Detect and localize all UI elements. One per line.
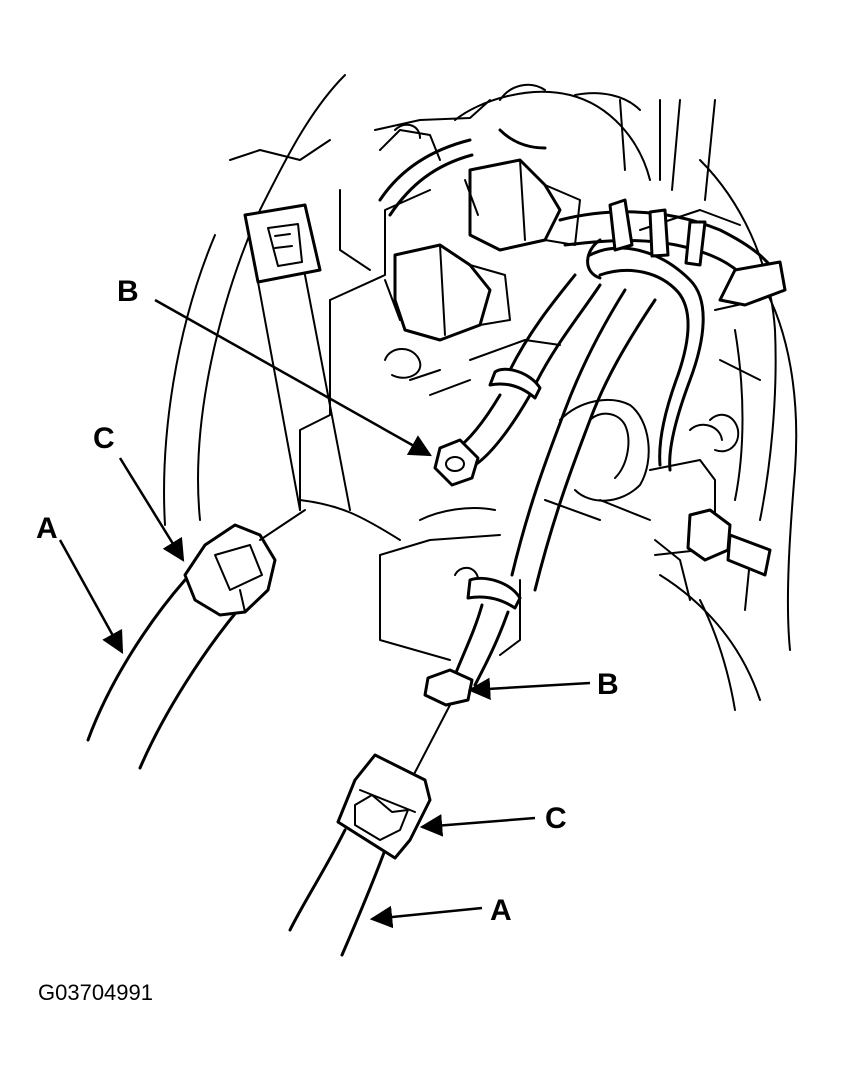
callout-a-left: A (36, 512, 58, 545)
callout-b-upper: B (117, 275, 139, 308)
coolant-pipe (378, 128, 705, 472)
leader-a-lower (369, 905, 483, 929)
engine-background (163, 74, 798, 711)
leader-b-upper (154, 298, 432, 457)
electrical-connectors (384, 158, 581, 342)
leader-b-lower (467, 677, 591, 701)
wire-harness (558, 198, 787, 307)
hose-a-left (86, 509, 306, 770)
callout-c-lower: C (545, 802, 567, 835)
harness-bracket (243, 203, 351, 511)
callout-c-left: C (93, 422, 115, 455)
callout-a-lower: A (490, 894, 512, 927)
fuel-pipe-upper (433, 273, 602, 487)
callout-b-lower: B (597, 668, 619, 701)
harness-clip (686, 508, 772, 577)
callout-leaders (58, 298, 591, 929)
figure-id: G03704991 (38, 980, 153, 1005)
hose-a-lower (288, 704, 451, 957)
leader-a-left (58, 539, 124, 654)
leader-c-left (118, 457, 185, 562)
leader-c-lower (419, 814, 536, 837)
